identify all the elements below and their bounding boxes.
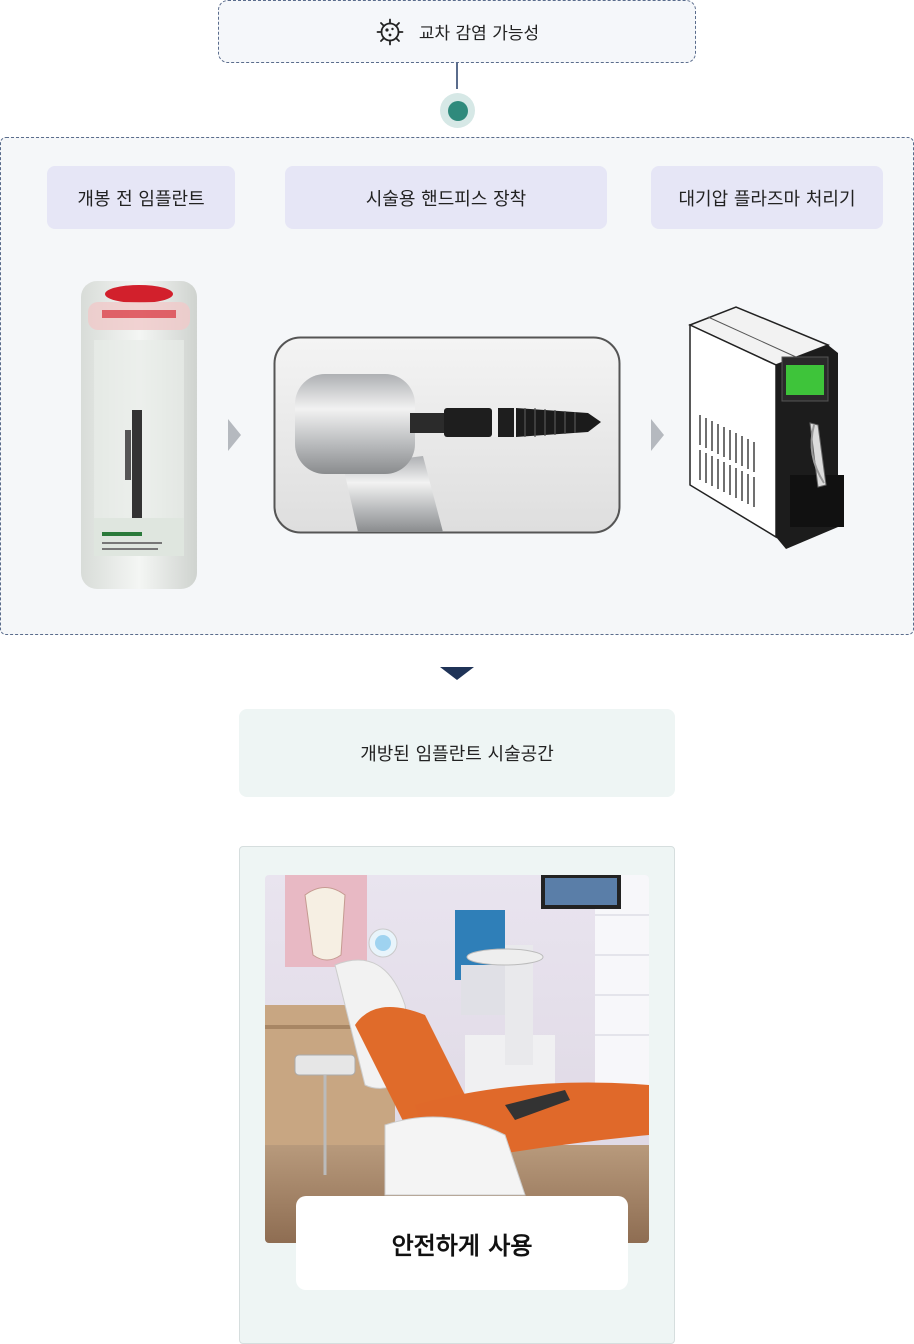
implant-vial-image	[81, 281, 197, 589]
step-label-handpiece: 시술용 핸드피스 장착	[285, 166, 607, 229]
arrow-right-2	[651, 419, 664, 451]
dental-clinic-photo	[265, 875, 649, 1243]
cross-infection-badge: 교차 감염 가능성	[218, 0, 696, 63]
safe-use-label: 안전하게 사용	[296, 1196, 628, 1290]
plasma-device-image	[688, 306, 844, 549]
connector-dot	[440, 93, 475, 128]
connector-line	[456, 63, 458, 89]
step-label-implant: 개봉 전 임플란트	[47, 166, 235, 229]
virus-icon	[376, 18, 404, 45]
cross-infection-label: 교차 감염 가능성	[418, 24, 540, 44]
open-space-label: 개방된 임플란트 시술공간	[239, 709, 675, 797]
arrow-down	[440, 667, 474, 680]
handpiece-image	[273, 336, 621, 534]
arrow-right-1	[228, 419, 241, 451]
step-label-plasma: 대기압 플라즈마 처리기	[651, 166, 883, 229]
